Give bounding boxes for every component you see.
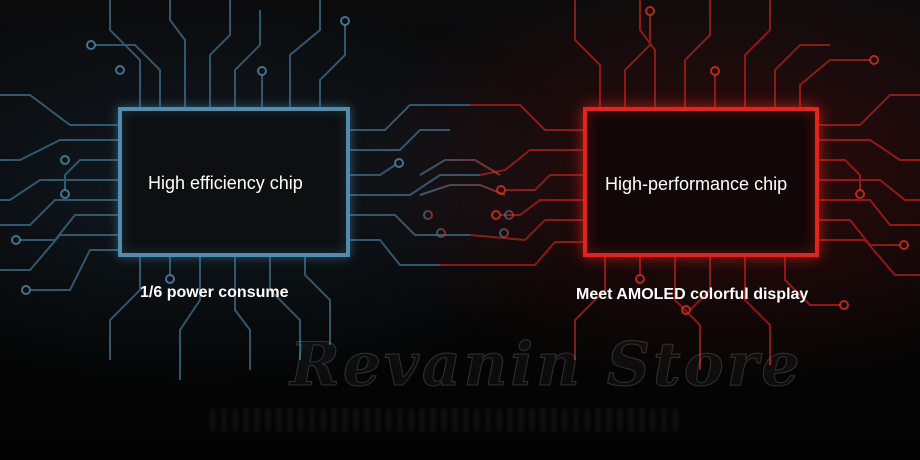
circuit-pads-left xyxy=(11,16,404,295)
high-efficiency-chip: High efficiency chip xyxy=(118,107,350,257)
amoled-display-caption: Meet AMOLED colorful display xyxy=(576,286,809,303)
high-performance-chip: High-performance chip xyxy=(583,107,819,257)
circuit-traces-right xyxy=(440,0,920,370)
high-efficiency-chip-label: High efficiency chip xyxy=(148,173,303,193)
circuit-traces-center xyxy=(419,159,514,238)
store-watermark: Revanin Store xyxy=(290,330,803,401)
circuit-traces-left xyxy=(0,0,480,380)
blurred-reflection xyxy=(210,408,680,432)
circuit-pads-right xyxy=(491,6,909,315)
high-performance-chip-label: High-performance chip xyxy=(605,174,788,194)
power-consume-caption: 1/6 power consume xyxy=(140,284,289,301)
